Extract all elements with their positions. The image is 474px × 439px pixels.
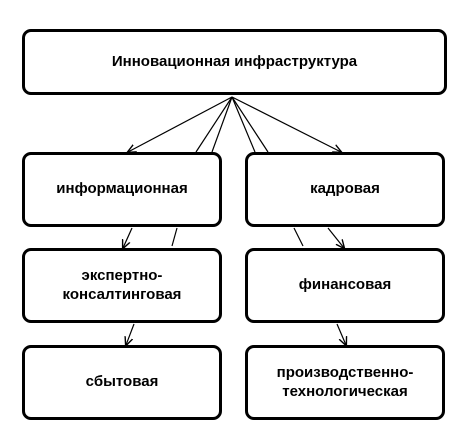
node-expert-consulting: экспертно- консалтинговая [22, 248, 222, 323]
edge-root-expert [123, 227, 133, 248]
node-label: информационная [56, 180, 188, 198]
node-label: кадровая [310, 180, 380, 198]
edge-root-production [293, 227, 304, 247]
edge-root-production [336, 323, 346, 345]
node-label: производственно- технологическая [276, 363, 414, 400]
node-financial: финансовая [245, 248, 445, 323]
node-personnel: кадровая [245, 152, 445, 227]
node-label: Инновационная инфраструктура [111, 52, 358, 70]
node-label: сбытовая [85, 373, 159, 391]
node-information: информационная [22, 152, 222, 227]
edge-root-production [231, 96, 269, 153]
edge-root-expert [211, 96, 233, 153]
edge-root-finance [327, 227, 344, 248]
edge-root-sales [171, 227, 178, 247]
node-label: экспертно- консалтинговая [62, 266, 182, 303]
edge-root-sales [126, 323, 135, 345]
edge-root-personnel [231, 96, 341, 152]
edge-root-finance [231, 96, 256, 153]
node-innovation-infrastructure: Инновационная инфраструктура [22, 29, 447, 95]
edge-root-info [128, 96, 233, 152]
node-sales: сбытовая [22, 345, 222, 420]
node-production-technological: производственно- технологическая [245, 345, 445, 420]
node-label: финансовая [298, 276, 392, 294]
edge-root-sales [195, 96, 233, 153]
